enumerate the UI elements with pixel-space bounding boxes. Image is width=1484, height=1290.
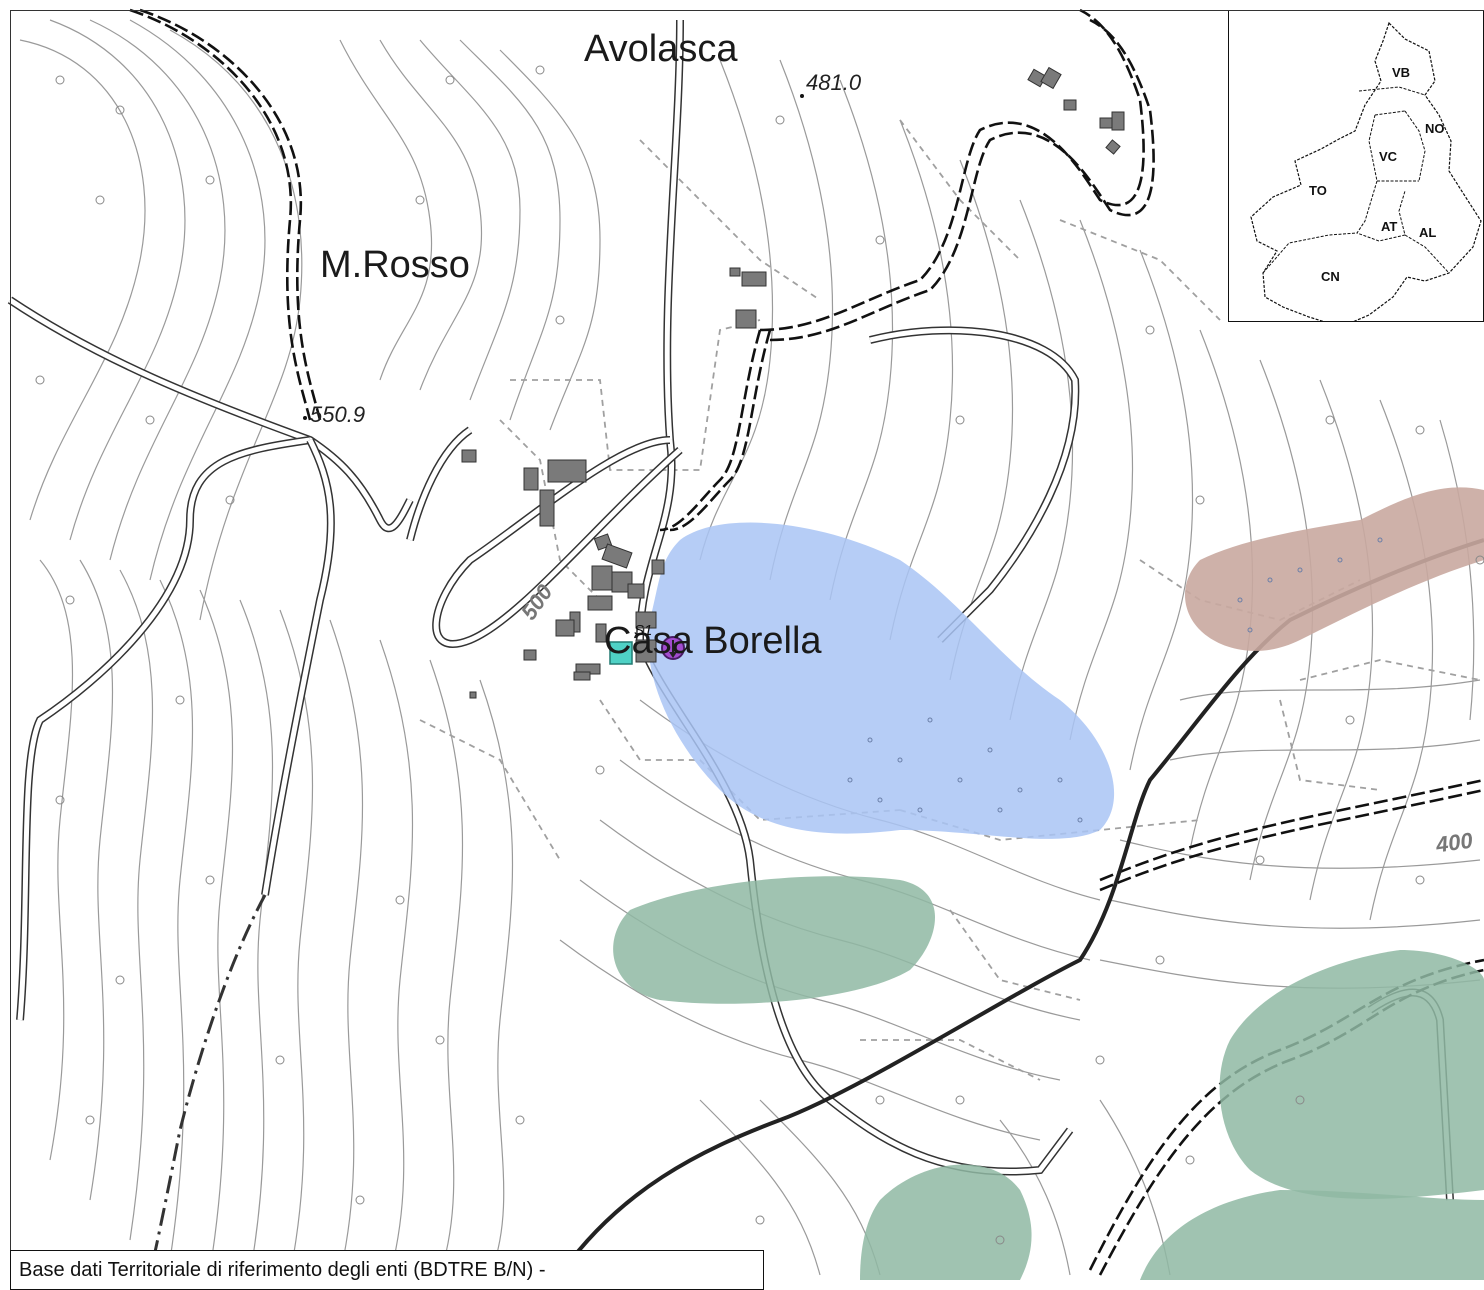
province-label: CN [1321, 269, 1340, 284]
inset-locator-map: VB NO VC TO AT AL CN [1228, 10, 1484, 322]
label-avolasca: Avolasca [584, 28, 738, 70]
attribution-box: Base dati Territoriale di riferimento de… [10, 1250, 764, 1290]
region-outline [1250, 21, 1482, 321]
point-marker-icon [661, 636, 685, 660]
attribution-text: Base dati Territoriale di riferimento de… [19, 1259, 546, 1281]
landslide-area-brown [1185, 487, 1484, 651]
label-monte-rosso: M.Rosso [320, 244, 470, 286]
label-casa-borella: Casa Borella [604, 620, 822, 662]
landslide-area-green-1 [613, 876, 935, 1004]
label-elevation-550: 550.9 [310, 402, 366, 427]
contour-lines [19, 19, 1481, 1276]
landslide-area-green-2 [1219, 950, 1484, 1199]
province-label: AL [1419, 225, 1437, 240]
debris-symbols [847, 537, 1383, 823]
label-site-s1: S1 [634, 622, 653, 639]
province-label: VC [1379, 149, 1398, 164]
province-label: VB [1392, 65, 1411, 80]
label-elevation-481: 481.0 [806, 70, 862, 95]
buildings [461, 66, 1125, 699]
boundary-line [148, 894, 267, 1276]
site-square-icon [609, 641, 633, 665]
spot-height-481 [800, 94, 804, 98]
province-label: TO [1309, 183, 1327, 198]
spot-height-550 [303, 416, 307, 420]
landslide-area-green-3 [860, 1164, 1032, 1280]
vegetation-symbols [35, 65, 1484, 1245]
province-label: AT [1381, 219, 1398, 234]
label-contour-400: 400 [1434, 827, 1475, 858]
landslide-area-blue [648, 522, 1115, 839]
province-label: NO [1425, 121, 1445, 136]
landslide-area-green-4 [1140, 1190, 1484, 1280]
inset-map-canvas [1250, 21, 1482, 321]
